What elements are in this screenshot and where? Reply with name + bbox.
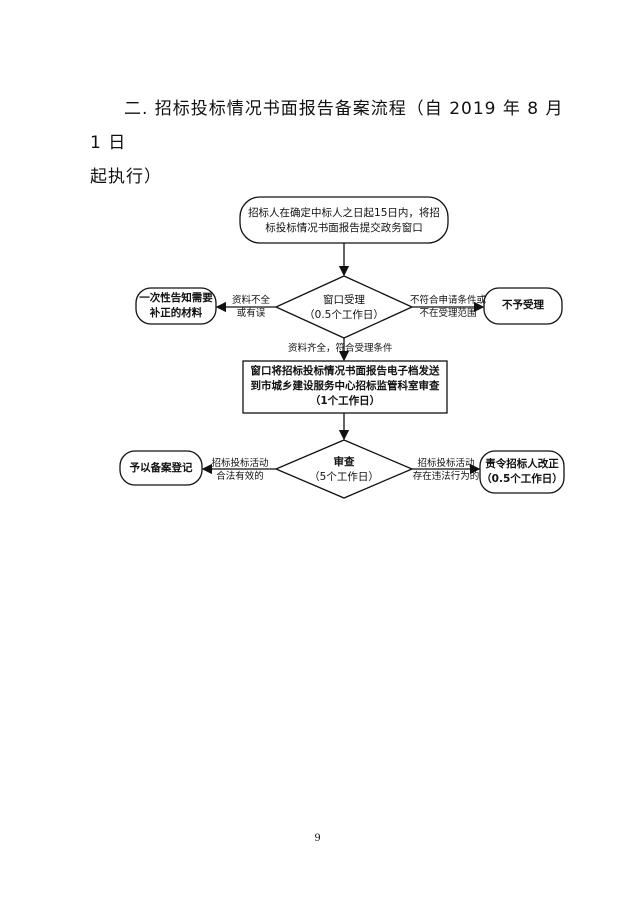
forward-review-line-1: 窗口将招标投标情况书面报告电子档发送 bbox=[250, 365, 440, 377]
forward-review-duration: （1个工作日） bbox=[309, 395, 381, 407]
edge-label-legal: 招标投标活动 合法有效的 bbox=[207, 457, 273, 483]
edge-label-illegal-line-1: 招标投标活动 bbox=[417, 458, 475, 469]
section-heading: 二. 招标投标情况书面报告备案流程（自 2019 年 8 月 1 日 起执行） bbox=[90, 92, 570, 194]
heading-line-1: 二. 招标投标情况书面报告备案流程（自 2019 年 8 月 1 日 bbox=[90, 99, 564, 153]
edge-label-not-meet-line-2: 不在受理范围 bbox=[419, 308, 477, 319]
review-diamond bbox=[274, 439, 414, 499]
edge-label-not-meet: 不符合申请条件或 不在受理范围 bbox=[405, 294, 491, 320]
order-correction-duration: （0.5个工作日） bbox=[481, 473, 563, 485]
review-duration: （5个工作日） bbox=[309, 471, 379, 483]
heading-line-2: 起执行） bbox=[90, 167, 162, 187]
record-registration-label: 予以备案登记 bbox=[129, 462, 193, 474]
record-registration-node: 予以备案登记 bbox=[120, 461, 202, 476]
review-title: 审查 bbox=[333, 456, 355, 468]
order-correction-node: 责令招标人改正 （0.5个工作日） bbox=[480, 457, 564, 487]
not-accepted-label: 不予受理 bbox=[502, 299, 544, 311]
edge-label-not-meet-line-1: 不符合申请条件或 bbox=[409, 295, 486, 306]
page-number: 9 bbox=[314, 833, 321, 844]
edge-label-complete: 资料齐全，符合受理条件 bbox=[288, 342, 393, 355]
review-node: 审查 （5个工作日） bbox=[284, 455, 404, 485]
forward-review-line-2: 到市城乡建设服务中心招标监管科室审查 bbox=[250, 380, 440, 392]
edge-label-complete-text: 资料齐全，符合受理条件 bbox=[288, 343, 393, 354]
edge-label-legal-line-2: 合法有效的 bbox=[216, 471, 264, 482]
not-accepted-node: 不予受理 bbox=[484, 298, 562, 313]
window-acceptance-duration: （0.5个工作日） bbox=[304, 309, 384, 321]
start-node-line-1: 招标人在确定中标人之日起15日内，将招 bbox=[248, 207, 440, 219]
edge-label-illegal-line-2: 存在违法行为的 bbox=[412, 471, 480, 482]
edge-label-incomplete: 资料不全 或有误 bbox=[226, 294, 276, 320]
inform-supplement-node: 一次性告知需要 补正的材料 bbox=[136, 291, 216, 321]
edge-label-legal-line-1: 招标投标活动 bbox=[211, 458, 269, 469]
edge-label-illegal: 招标投标活动 存在违法行为的 bbox=[408, 457, 484, 483]
start-node: 招标人在确定中标人之日起15日内，将招 标投标情况书面报告提交政务窗口 bbox=[240, 206, 448, 236]
edge-label-incomplete-line-1: 资料不全 bbox=[231, 295, 270, 306]
inform-supplement-line-2: 补正的材料 bbox=[149, 307, 203, 319]
start-node-line-2: 标投标情况书面报告提交政务窗口 bbox=[265, 222, 423, 234]
order-correction-line-1: 责令招标人改正 bbox=[485, 458, 559, 470]
window-acceptance-title: 窗口受理 bbox=[323, 294, 365, 306]
edge-label-incomplete-line-2: 或有误 bbox=[236, 308, 266, 319]
window-acceptance-node: 窗口受理 （0.5个工作日） bbox=[284, 293, 404, 323]
inform-supplement-line-1: 一次性告知需要 bbox=[139, 292, 213, 304]
forward-review-node: 窗口将招标投标情况书面报告电子档发送 到市城乡建设服务中心招标监管科室审查 （1… bbox=[243, 364, 447, 409]
